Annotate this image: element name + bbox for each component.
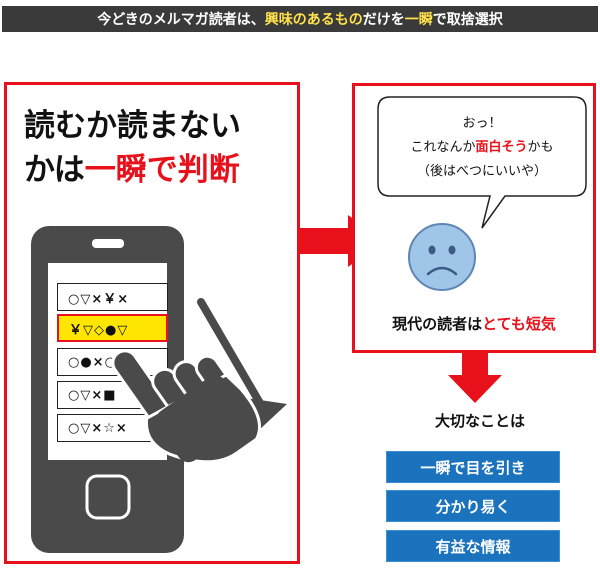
headline-line-2: かは一瞬で判断 [24, 148, 241, 192]
down-red-arrow-icon [448, 353, 502, 403]
header-middle: だけを [362, 12, 405, 28]
headline-line-1: 読むか読まない [24, 108, 241, 144]
headline-line-2-emphasis: 一瞬で判断 [84, 152, 240, 188]
screen-row-2-highlighted: ￥▽◇●▽ [57, 314, 168, 342]
speech-bubble-text: おっ！ これなんか面白そうかも （後はべつにいいや） [382, 112, 582, 184]
important-label: 大切なことは [434, 412, 525, 430]
header-banner: 今どきのメルマガ読者は、興味のあるものだけを一瞬で取捨選択 [2, 6, 598, 32]
header-highlight-instant: 一瞬 [404, 12, 433, 28]
header-prefix: 今どきのメルマガ読者は、 [97, 12, 265, 28]
phone-speaker [92, 239, 124, 248]
phone-home-button [85, 474, 131, 520]
hand-pointer-icon [111, 349, 261, 464]
reader-caption: 現代の読者はとても短気 [356, 313, 592, 334]
bubble-line-2-prefix: これなんか [410, 140, 476, 155]
reader-caption-emphasis: とても短気 [482, 315, 556, 333]
key-point-2: 分かり易く [386, 490, 560, 522]
header-suffix: で取捨選択 [432, 12, 503, 28]
bubble-line-2-suffix: かも [527, 140, 554, 155]
sad-face-icon [408, 223, 476, 291]
header-highlight-interest: 興味のあるもの [264, 12, 363, 28]
left-headline: 読むか読まない かは一瞬で判断 [24, 104, 241, 192]
key-point-3: 有益な情報 [386, 530, 560, 562]
bubble-line-1: おっ！ [462, 116, 502, 131]
key-point-1: 一瞬で目を引き [386, 451, 560, 483]
bubble-line-2: これなんか面白そうかも [382, 136, 582, 160]
headline-line-2-prefix: かは [24, 152, 85, 188]
reader-caption-prefix: 現代の読者は [392, 315, 483, 333]
bubble-line-3: （後はべつにいいや） [416, 164, 547, 179]
screen-row-1: ○▽×￥× [57, 283, 168, 311]
bubble-line-2-emphasis: 面白そう [475, 140, 528, 155]
